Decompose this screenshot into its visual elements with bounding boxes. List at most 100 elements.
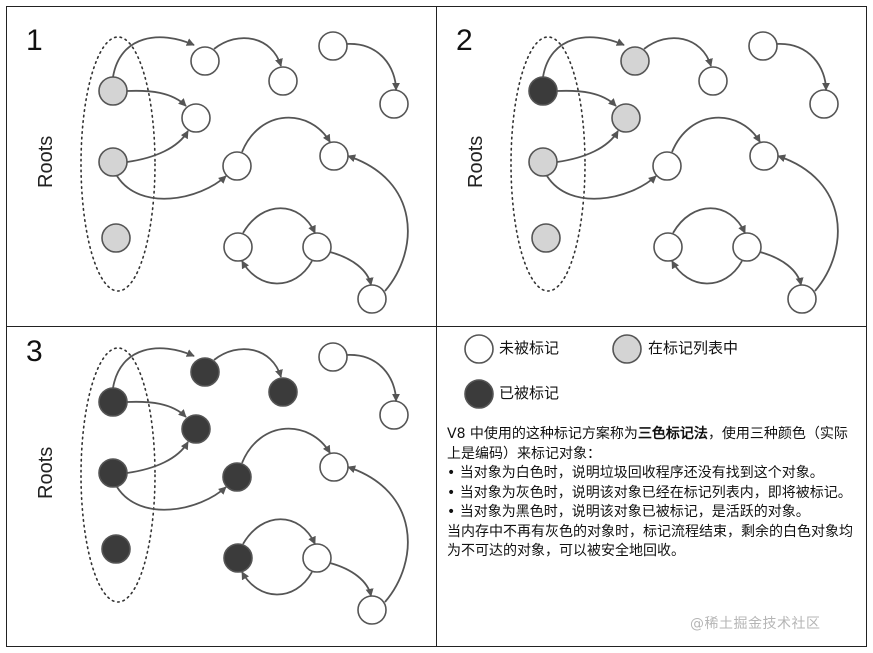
description: V8 中使用的这种标记方案称为三色标记法，使用三种颜色（实际上是编码）来标记对象… [447,425,859,562]
object-node-4 [653,232,683,262]
object-node-4 [223,232,253,262]
reference-arrow [542,36,625,78]
roots-boundary [510,36,586,292]
bullet-gray: • 当对象为灰色时，说明该对象已经在标记列表内，即将被标记。 [447,484,852,501]
object-node-3 [222,151,252,181]
reference-arrow [556,130,619,163]
object-node-6 [319,141,349,171]
legend-white-node [464,334,494,364]
root-node-1 [98,387,128,417]
reference-arrow [759,251,804,286]
intro-text-end: ，使用三种颜色（实际上是编码）来标记对象： [447,426,848,462]
panel-number: 2 [456,24,473,57]
description-outro: 当内存中不再有灰色的对象时，标记流程结束，剩余的白色对象均为不可达的对象，可以被… [447,523,853,560]
object-node-7 [732,232,762,262]
roots-boundary [80,36,156,292]
reference-arrow [347,154,409,292]
reference-arrow [126,400,187,418]
root-node-3 [531,223,561,253]
reference-arrow [126,89,187,107]
reference-arrow [213,37,283,67]
reference-arrow [241,116,331,153]
reference-arrow [672,207,746,234]
root-node-1 [98,76,128,106]
object-node-8 [318,31,348,61]
root-node-3 [101,223,131,253]
object-node-9 [379,400,409,430]
reference-arrow [556,89,617,107]
legend [464,334,642,409]
object-node-8 [748,31,778,61]
reference-arrow [126,130,189,163]
object-node-10 [787,284,817,314]
object-node-3 [222,462,252,492]
reference-arrow [116,175,227,200]
intro-text: V8 中使用的这种标记方案称为 [447,426,638,442]
root-node-3 [101,534,131,564]
reference-arrow [671,116,761,153]
object-node-2 [611,103,641,133]
reference-arrow [241,571,313,596]
roots-label: Roots [35,136,57,188]
roots-boundary [80,347,156,603]
reference-arrow [213,348,283,378]
panel-number: 1 [26,24,43,57]
description-intro: V8 中使用的这种标记方案称为三色标记法，使用三种颜色（实际上是编码）来标记对象… [447,425,859,464]
legend-label-in-list: 在标记列表中 [648,339,739,357]
reference-arrow [329,251,374,286]
reference-arrow [329,562,374,597]
reference-arrow [777,154,839,292]
reference-arrow [241,427,331,464]
object-node-1 [620,46,650,76]
reference-arrow [546,175,657,200]
reference-arrow [242,207,316,234]
reference-arrow [345,354,400,402]
object-node-6 [749,141,779,171]
object-node-6 [319,452,349,482]
legend-black-node [464,379,494,409]
root-node-2 [98,458,128,488]
object-node-7 [302,232,332,262]
reference-arrow [347,465,409,603]
reference-arrow [775,43,830,91]
object-node-10 [357,595,387,625]
bullet-white: • 当对象为白色时，说明垃圾回收程序还没有找到这个对象。 [447,465,824,481]
object-node-7 [302,543,332,573]
reference-arrow [643,37,713,67]
object-node-5 [698,66,728,96]
reference-arrow [241,260,313,285]
object-node-10 [357,284,387,314]
object-node-8 [318,342,348,372]
legend-label-unmarked: 未被标记 [499,339,560,357]
reference-arrow [671,260,743,285]
object-node-1 [190,357,220,387]
reference-arrow [112,347,195,389]
bullet-black: • 当对象为黑色时，说明该对象已被标记，是活跃的对象。 [447,504,810,520]
reference-arrow [116,486,227,511]
object-node-5 [268,66,298,96]
intro-term: 三色标记法 [637,426,708,442]
reference-arrow [242,518,316,545]
object-node-1 [190,46,220,76]
panel-number: 3 [26,335,43,368]
object-node-9 [379,89,409,119]
reference-arrow [112,36,195,78]
object-node-5 [268,377,298,407]
watermark: @稀土掘金技术社区 [690,616,821,632]
object-node-3 [652,151,682,181]
legend-gray-node [612,334,642,364]
reference-arrow [126,441,189,474]
object-node-2 [181,103,211,133]
root-node-1 [528,76,558,106]
root-node-2 [98,147,128,177]
object-node-2 [181,414,211,444]
root-node-2 [528,147,558,177]
grid-frame [6,6,867,647]
legend-label-marked: 已被标记 [499,384,560,402]
reference-arrow [345,43,400,91]
object-node-4 [223,543,253,573]
